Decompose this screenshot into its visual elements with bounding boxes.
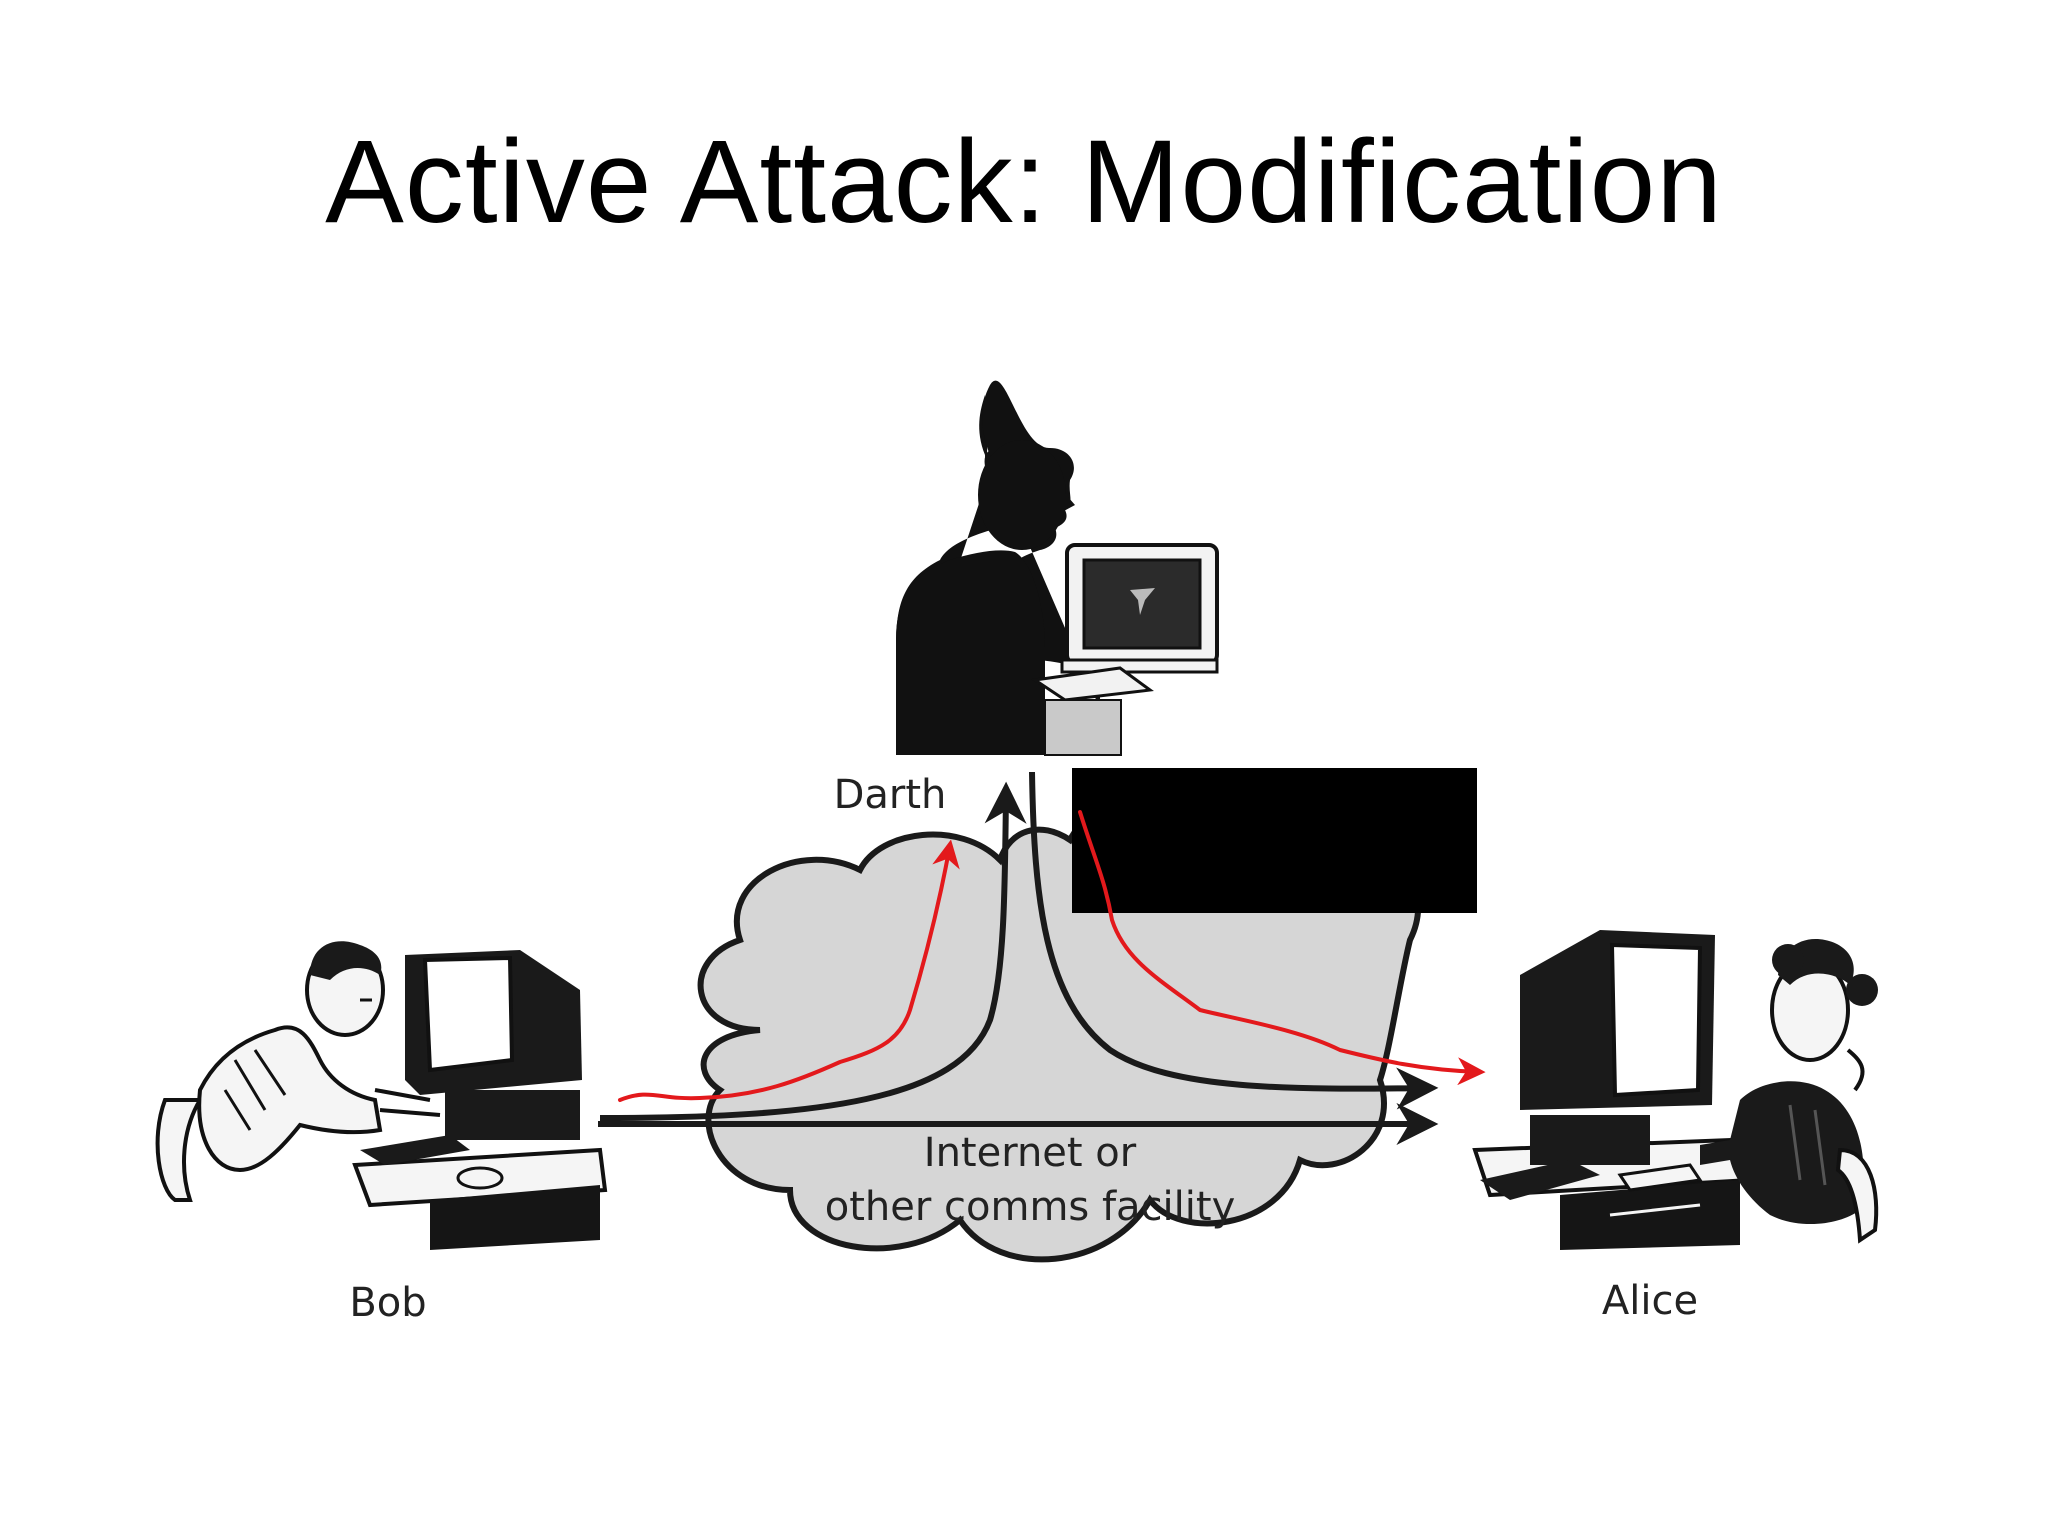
red-arrow-to-darth: [618, 839, 960, 1102]
network-cloud: [697, 795, 1421, 1263]
redaction-box: [1072, 768, 1477, 913]
darth-to-alice-path: [1029, 771, 1439, 1110]
cloud-label-line1: Internet or: [924, 1130, 1137, 1176]
red-arrow-to-alice: [1078, 810, 1486, 1086]
darth-figure: [896, 380, 1219, 756]
darth-label: Darth: [834, 772, 947, 818]
alice-label: Alice: [1602, 1278, 1698, 1324]
red-annotations: [618, 810, 1486, 1102]
cloud-label-line2: other comms facility: [825, 1184, 1236, 1230]
network-paths: [598, 771, 1439, 1145]
alice-figure: [1472, 930, 1879, 1250]
bob-label: Bob: [349, 1280, 426, 1326]
slide-title: Active Attack: Modification: [325, 116, 1723, 248]
bob-to-darth-path: [599, 781, 1027, 1121]
bob-figure: [155, 941, 608, 1250]
